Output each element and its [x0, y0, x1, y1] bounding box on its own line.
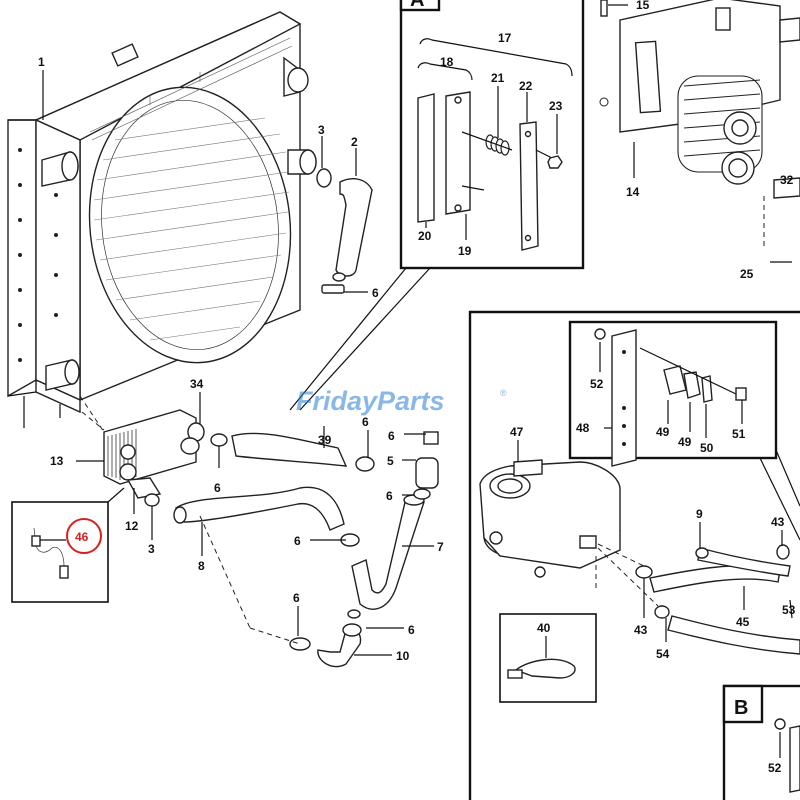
- callout-3: 3: [318, 123, 325, 137]
- callout-45: 45: [736, 615, 750, 629]
- callout-12: 12: [125, 519, 139, 533]
- callout-6: 6: [408, 623, 415, 637]
- callout-43: 43: [771, 515, 785, 529]
- callout-46: 46: [75, 530, 89, 544]
- callout-22: 22: [519, 79, 533, 93]
- callout-13: 13: [50, 454, 64, 468]
- callout-10: 10: [396, 649, 410, 663]
- hose-45: [649, 547, 791, 593]
- callout-51: 51: [732, 427, 746, 441]
- box-letter-b: B: [734, 697, 748, 719]
- detail-box-46: [11, 487, 125, 603]
- detail-box-a: [289, 0, 585, 411]
- callout-40: 40: [537, 621, 551, 635]
- callout-6: 6: [293, 591, 300, 605]
- hose-2: [335, 178, 373, 277]
- callout-5: 5: [387, 454, 394, 468]
- callout-49: 49: [656, 425, 670, 439]
- callout-25: 25: [740, 267, 754, 281]
- callout-19: 19: [458, 244, 472, 258]
- callout-50: 50: [700, 441, 714, 455]
- callout-20: 20: [418, 229, 432, 243]
- callout-6: 6: [294, 534, 301, 548]
- callout-7: 7: [437, 540, 444, 554]
- callout-6: 6: [386, 489, 393, 503]
- detail-box-bracket: [568, 320, 800, 541]
- oil-cooler-13: [103, 409, 197, 485]
- callout-8: 8: [198, 559, 205, 573]
- hose-39: [231, 432, 348, 467]
- radiator: [7, 11, 317, 428]
- callout-labels: 1 2 3 6 34 13 6 12 3 39 6 6 5 6 7 8 6 6 …: [38, 0, 796, 775]
- callout-3: 3: [148, 542, 155, 556]
- highlight-circle: [66, 518, 102, 554]
- clamp-3: [316, 168, 332, 188]
- callout-47: 47: [510, 425, 524, 439]
- callout-14: 14: [626, 185, 640, 199]
- part-5: [415, 457, 439, 489]
- callout-15: 15: [636, 0, 650, 12]
- callout-43: 43: [634, 623, 648, 637]
- watermark: FridayParts ®: [296, 386, 507, 416]
- callout-39: 39: [318, 433, 332, 447]
- callout-9: 9: [696, 507, 703, 521]
- hose-53: [667, 615, 800, 655]
- callout-2: 2: [351, 135, 358, 149]
- callout-49: 49: [678, 435, 692, 449]
- hose-8: [175, 486, 345, 531]
- hose-7: [351, 497, 425, 610]
- expansion-tank-47: [479, 440, 621, 578]
- watermark-mark: ®: [500, 388, 507, 398]
- callout-53: 53: [782, 603, 796, 617]
- detail-box-b: [722, 684, 800, 800]
- callout-17: 17: [498, 31, 512, 45]
- callout-21: 21: [491, 71, 505, 85]
- callout-52: 52: [768, 761, 782, 775]
- oil-cooler-14: [599, 0, 781, 185]
- box-letter-a: A: [410, 0, 424, 11]
- callout-54: 54: [656, 647, 670, 661]
- callout-1: 1: [38, 55, 45, 69]
- detail-box-40: [499, 613, 597, 703]
- callout-32: 32: [780, 173, 794, 187]
- callout-6: 6: [372, 286, 379, 300]
- clamp-6: [210, 433, 228, 447]
- callout-23: 23: [549, 99, 563, 113]
- callout-6: 6: [388, 429, 395, 443]
- callout-6: 6: [214, 481, 221, 495]
- callout-48: 48: [576, 421, 590, 435]
- callout-6: 6: [362, 415, 369, 429]
- callout-18: 18: [440, 55, 454, 69]
- watermark-text: FridayParts: [296, 386, 445, 416]
- callout-52: 52: [590, 377, 604, 391]
- callout-34: 34: [190, 377, 204, 391]
